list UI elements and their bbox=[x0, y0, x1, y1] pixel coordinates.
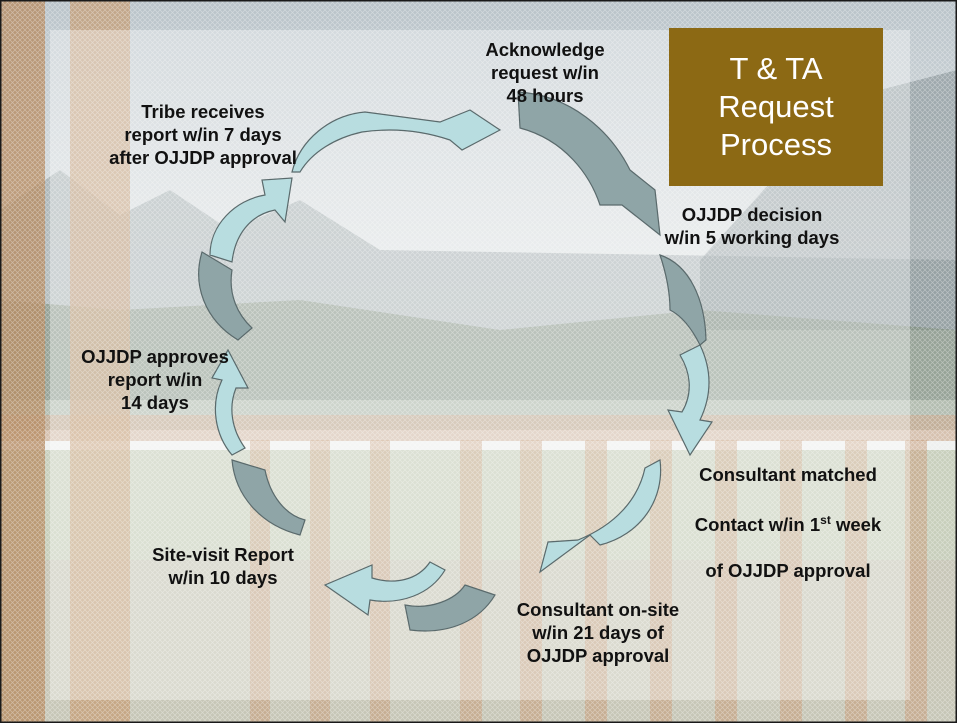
arrow-report-to-approves bbox=[231, 459, 306, 536]
arrow-report-to-approves-b bbox=[211, 348, 249, 456]
step-tribe-receives: Tribe receives report w/in 7 days after … bbox=[109, 101, 297, 168]
step-ojjdp-approves: OJJDP approves report w/in 14 days bbox=[81, 346, 229, 413]
step-consultant-matched: Consultant matched Contact w/in 1st week… bbox=[648, 440, 928, 605]
arrow-decision-to-matched-b bbox=[666, 344, 714, 457]
arrow-matched-to-onsite bbox=[538, 459, 662, 574]
slide-title: T & TA Request Process bbox=[718, 51, 834, 162]
arrow-onsite-a bbox=[404, 584, 496, 632]
title-box: T & TA Request Process bbox=[669, 28, 883, 186]
arrow-onsite-to-report bbox=[323, 561, 446, 617]
arrow-decision-to-matched-a bbox=[659, 254, 707, 346]
step-acknowledge: Acknowledge request w/in 48 hours bbox=[485, 39, 605, 106]
step-site-visit-report: Site-visit Report w/in 10 days bbox=[152, 544, 294, 588]
arrow-receives-to-acknowledge bbox=[291, 109, 502, 173]
step-matched-line3: of OJJDP approval bbox=[705, 560, 871, 582]
step-consultant-onsite: Consultant on-site w/in 21 days of OJJDP… bbox=[516, 599, 680, 666]
arrow-approves-to-receives-b bbox=[209, 177, 293, 263]
step-decision: OJJDP decision w/in 5 working days bbox=[664, 204, 840, 248]
arrow-approves-to-receives-a bbox=[198, 251, 253, 341]
arrow-acknowledge-to-decision bbox=[517, 91, 661, 237]
step-matched-line2: Contact w/in 1st week bbox=[694, 513, 882, 536]
step-matched-line1: Consultant matched bbox=[699, 464, 877, 485]
